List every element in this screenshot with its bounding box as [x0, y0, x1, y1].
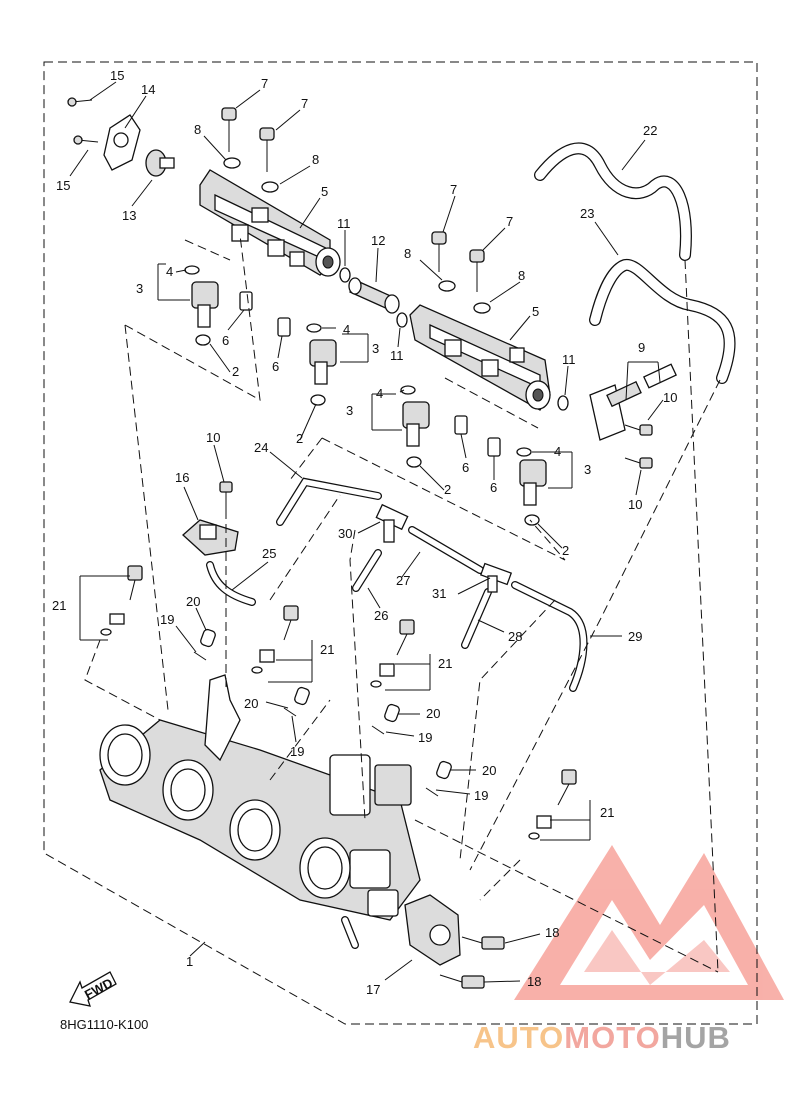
callout-20: 20: [244, 696, 258, 711]
callout-19: 19: [160, 612, 174, 627]
callout-1: 1: [186, 954, 193, 969]
callout-11: 11: [390, 348, 404, 363]
callout-16: 16: [175, 470, 189, 485]
callout-6: 6: [490, 480, 497, 495]
callout-10: 10: [663, 390, 677, 405]
leader-lines: [69, 81, 721, 983]
injector-c: [400, 385, 430, 468]
callout-19: 19: [474, 788, 488, 803]
callout-19: 19: [290, 744, 304, 759]
watermark-brand: AUTOMOTOHUB: [473, 1020, 731, 1056]
pressure-regulator-12: [348, 277, 400, 314]
callout-4: 4: [166, 264, 173, 279]
callout-15: 15: [110, 68, 124, 83]
callout-10: 10: [628, 497, 642, 512]
callout-26: 26: [374, 608, 388, 623]
fwd-label: FWD: [82, 975, 115, 1002]
callout-21: 21: [438, 656, 452, 671]
callout-7: 7: [301, 96, 308, 111]
injector-a: [184, 265, 219, 346]
sensor-17: [404, 894, 505, 989]
injector-b: [306, 323, 337, 406]
watermark-auto: AUTO: [473, 1020, 565, 1055]
callout-21: 21: [52, 598, 66, 613]
caps-20-clips-19: [193, 628, 452, 797]
callout-6: 6: [222, 333, 229, 348]
callout-9: 9: [638, 340, 645, 355]
callout-13: 13: [122, 208, 136, 223]
assembly-frame: [43, 61, 758, 1025]
callout-5: 5: [532, 304, 539, 319]
screw-sets-21: [100, 565, 577, 840]
watermark-moto: MOTO: [564, 1020, 661, 1055]
bracket-assembly-9: [589, 363, 677, 441]
t-joint-31: [479, 562, 513, 593]
watermark-logo: [514, 845, 784, 1000]
callout-20: 20: [186, 594, 200, 609]
callout-3: 3: [136, 281, 143, 296]
callout-6: 6: [272, 359, 279, 374]
callout-10: 10: [206, 430, 220, 445]
callout-20: 20: [482, 763, 496, 778]
callout-31: 31: [432, 586, 446, 601]
callout-18: 18: [527, 974, 541, 989]
callout-7: 7: [506, 214, 513, 229]
callout-3: 3: [346, 403, 353, 418]
callout-29: 29: [628, 629, 642, 644]
callout-20: 20: [426, 706, 440, 721]
callout-4: 4: [554, 444, 561, 459]
callout-25: 25: [262, 546, 276, 561]
callout-14: 14: [141, 82, 155, 97]
callout-27: 27: [396, 573, 410, 588]
callout-24: 24: [254, 440, 268, 455]
callout-4: 4: [343, 322, 350, 337]
callout-22: 22: [643, 123, 657, 138]
callout-11: 11: [562, 352, 576, 367]
callout-12: 12: [371, 233, 385, 248]
callout-2: 2: [232, 364, 239, 379]
callout-30: 30: [338, 526, 352, 541]
callout-8: 8: [312, 152, 319, 167]
fwd-arrow: FWD: [69, 971, 117, 1007]
callout-3: 3: [584, 462, 591, 477]
callout-numbers: 1 2 2 2 2 3 3 3 3 4 4 4 4 5 5 6 6 6 6 7 …: [52, 68, 677, 997]
sensor-16: [182, 519, 239, 556]
callout-21: 21: [320, 642, 334, 657]
bolts-and-washers: [219, 107, 653, 512]
callout-3: 3: [372, 341, 379, 356]
callout-15: 15: [56, 178, 70, 193]
callout-7: 7: [450, 182, 457, 197]
callout-2: 2: [444, 482, 451, 497]
t-joint-30: [375, 503, 409, 543]
callout-21: 21: [600, 805, 614, 820]
fuel-rail-lower: [409, 304, 551, 411]
fitting-13-14-15: [67, 97, 175, 177]
callout-7: 7: [261, 76, 268, 91]
callout-4: 4: [376, 386, 383, 401]
fuel-rail-upper: [199, 169, 341, 277]
spacers-6: [239, 291, 501, 457]
callout-2: 2: [296, 431, 303, 446]
callout-19: 19: [418, 730, 432, 745]
callout-6: 6: [462, 460, 469, 475]
callout-11: 11: [337, 216, 351, 231]
throttle-body-1: [99, 674, 421, 949]
callout-2: 2: [562, 543, 569, 558]
callout-18: 18: [545, 925, 559, 940]
callout-8: 8: [194, 122, 201, 137]
callout-8: 8: [518, 268, 525, 283]
injector-d: [516, 447, 547, 526]
callout-23: 23: [580, 206, 594, 221]
hoses: [206, 142, 736, 692]
callout-28: 28: [508, 629, 522, 644]
watermark-hub: HUB: [660, 1020, 731, 1055]
callout-8: 8: [404, 246, 411, 261]
callout-5: 5: [321, 184, 328, 199]
diagram-code: 8HG1110-K100: [60, 1017, 149, 1032]
callout-17: 17: [366, 982, 380, 997]
